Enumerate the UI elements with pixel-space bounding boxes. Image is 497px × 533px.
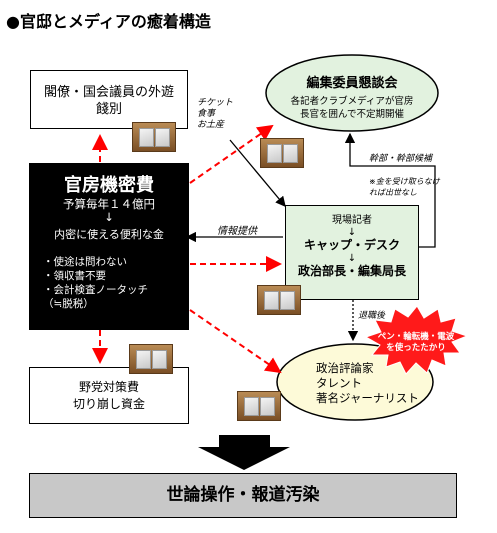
press-arrow-2: ↓: [347, 253, 357, 264]
burst-line2: を使ったたかり: [386, 343, 446, 353]
money-icon: [260, 138, 304, 168]
burst-line1: ペン・輪転機・電波: [377, 332, 455, 342]
secret-fund-budget: 予算毎年１４億円: [63, 197, 155, 211]
burst-text: ペン・輪転機・電波 を使ったたかり: [366, 332, 466, 354]
fund-to-press-arrow: [229, 139, 286, 207]
critics-text: 政治評論家 タレント 著名ジャーナリスト: [316, 361, 419, 406]
red-arrow-committee: [189, 124, 274, 184]
press-reporter: 現場記者: [332, 215, 372, 226]
bullet-2: ・領収書不要: [43, 270, 106, 282]
press-arrow-1: ↓: [347, 227, 357, 238]
burst-shape: [364, 305, 469, 375]
committee-ellipse: [265, 54, 439, 132]
big-down-arrow: [198, 435, 290, 470]
secret-fund-desc: 内密に使える便利な金: [54, 228, 164, 241]
critics-line1: 政治評論家: [316, 361, 374, 375]
critics-line2: タレント: [316, 376, 362, 390]
secret-fund-arrow: ↓: [104, 210, 114, 224]
press-box: 現場記者 ↓ キャップ・デスク ↓ 政治部長・編集局長: [285, 205, 419, 300]
opposition-box: 野党対策費 切り崩し資金: [29, 367, 189, 424]
critics-line3: 著名ジャーナリスト: [316, 391, 419, 405]
gifts-label: チケット 食事 お土産: [197, 98, 233, 131]
gift-souvenir: お土産: [197, 120, 225, 130]
committee-line1: 各記者クラブメディアが官房: [290, 96, 414, 107]
cabinet-line2: 餞別: [95, 102, 122, 117]
opposition-line2: 切り崩し資金: [72, 397, 145, 411]
committee-desc: 各記者クラブメディアが官房 長官を囲んで不定期開催: [277, 95, 427, 121]
secret-fund-box: 官房機密費 予算毎年１４億円 ↓ 内密に使える便利な金 ・使途は問わない ・領収…: [29, 163, 189, 330]
money-icon: [237, 391, 281, 421]
red-arrow-critics: [189, 309, 282, 374]
committee-line2: 長官を囲んで不定期開催: [299, 109, 405, 120]
secret-fund-title: 官房機密費: [64, 175, 154, 196]
money-icon: [132, 122, 176, 152]
exec-arrow: [344, 132, 436, 248]
money-icon: [129, 344, 173, 374]
bullet-1: ・使途は問わない: [43, 256, 127, 268]
exec-label: 幹部・幹部候補: [369, 154, 433, 164]
exec-note-line1: ※金を受け取らなけ: [369, 177, 440, 186]
press-chief: 政治部長・編集局長: [297, 264, 406, 278]
cabinet-line1: 閣僚・国会議員の外遊: [43, 85, 174, 100]
money-icon: [257, 285, 301, 315]
info-label: 情報提供: [217, 226, 257, 237]
bullet-3: ・会計検査ノータッチ: [43, 284, 148, 296]
cabinet-box: 閣僚・国会議員の外遊 餞別: [30, 70, 188, 129]
press-cap-desk: キャップ・デスク: [303, 238, 400, 252]
bullet-4: （≒脱税）: [43, 298, 94, 310]
opposition-line1: 野党対策費: [78, 380, 139, 394]
retire-label: 退職後: [358, 311, 386, 321]
gift-ticket: チケット: [197, 98, 234, 108]
committee-title: 編集委員懇談会: [306, 76, 398, 91]
bottom-banner: 世論操作・報道汚染: [29, 473, 457, 518]
exec-note-line2: れば出世なし: [369, 188, 417, 197]
diagram-title: ●官邸とメディアの癒着構造: [6, 12, 211, 31]
gift-meal: 食事: [197, 109, 216, 119]
secret-fund-bullets: ・使途は問わない ・領収書不要 ・会計検査ノータッチ （≒脱税）: [43, 255, 148, 311]
exec-note: ※金を受け取らなけ れば出世なし: [369, 176, 440, 198]
